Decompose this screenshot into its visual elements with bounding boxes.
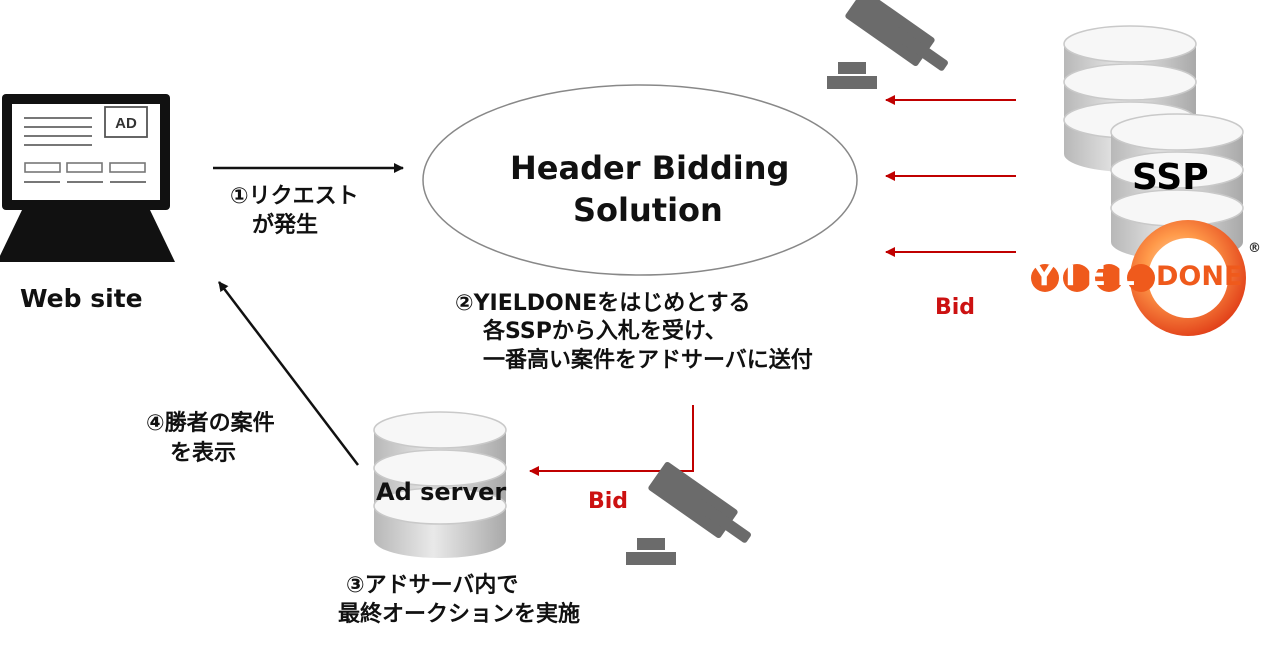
arrow-display	[218, 281, 359, 466]
step2-line2: 各SSPから入札を受け、	[483, 319, 727, 344]
yieldone-registered-mark: ®	[1248, 241, 1261, 256]
yieldone-logo	[1031, 220, 1246, 336]
yieldone-prefix: YIEL	[1034, 259, 1146, 292]
adserver-bid-label: Bid	[588, 489, 629, 514]
hbs-title-line2: Solution	[573, 191, 723, 229]
hbs-ellipse	[422, 84, 858, 276]
step4-line1: ④勝者の案件	[146, 411, 275, 436]
step1-line2: が発生	[252, 213, 319, 238]
step3-line2: 最終オークションを実施	[338, 602, 581, 627]
step4-line2: を表示	[170, 441, 237, 466]
step3-line1: ③アドサーバ内で	[346, 573, 519, 598]
monitor-icon: AD	[0, 94, 175, 262]
step2-line1: ②YIELDONEをはじめとする	[455, 291, 751, 316]
yieldone-suffix: DONE	[1156, 261, 1243, 292]
adserver-label: Ad server	[376, 478, 507, 506]
ssp-bid-label: Bid	[935, 295, 976, 320]
hbs-title-line1: Header Bidding	[510, 149, 790, 187]
arrow-to-adserver	[529, 405, 694, 476]
ssp-label: SSP	[1132, 157, 1209, 198]
ad-box	[104, 106, 148, 138]
website-label: Web site	[20, 284, 143, 313]
gavel-icon	[626, 460, 753, 565]
gavel-icon	[827, 0, 950, 89]
ad-label: AD	[115, 115, 137, 132]
step1-line1: ①リクエスト	[230, 184, 359, 209]
step2-line3: 一番高い案件をアドサーバに送付	[483, 348, 813, 373]
